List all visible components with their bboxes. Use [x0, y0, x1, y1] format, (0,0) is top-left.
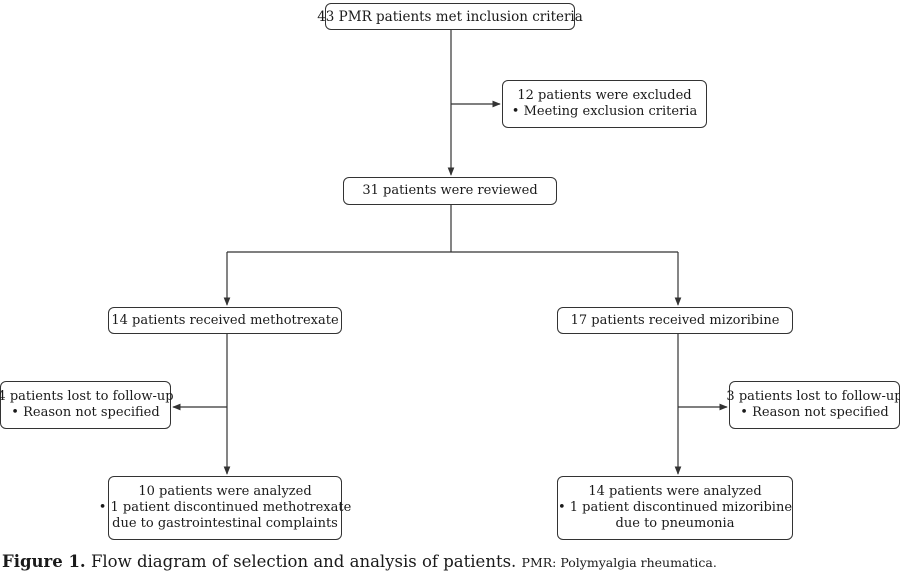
mizoribine-lost-title: 3 patients lost to follow-up	[726, 389, 900, 404]
methotrexate-analyzed-reason: due to gastrointestinal complaints	[112, 516, 338, 531]
methotrexate-analyzed-box: 10 patients were analyzed • 1 patient di…	[99, 476, 351, 540]
mizoribine-lost-box: 3 patients lost to follow-up • Reason no…	[726, 381, 900, 429]
mizoribine-analyzed-note: • 1 patient discontinued mizoribine	[557, 500, 793, 515]
reviewed-text: 31 patients were reviewed	[362, 183, 538, 198]
caption-text: Flow diagram of selection and analysis o…	[90, 552, 517, 571]
mizoribine-analyzed-box: 14 patients were analyzed • 1 patient di…	[557, 476, 793, 540]
mizoribine-box: 17 patients received mizoribine	[557, 307, 793, 334]
reviewed-box: 31 patients were reviewed	[343, 177, 557, 205]
methotrexate-analyzed-title: 10 patients were analyzed	[138, 484, 312, 499]
excluded-reason: • Meeting exclusion criteria	[511, 104, 698, 119]
excluded-box: 12 patients were excluded • Meeting excl…	[502, 80, 707, 128]
methotrexate-box: 14 patients received methotrexate	[108, 307, 342, 334]
mizoribine-lost-reason: • Reason not specified	[740, 405, 889, 420]
figure-caption: Figure 1. Flow diagram of selection and …	[2, 552, 717, 571]
methotrexate-text: 14 patients received methotrexate	[111, 312, 339, 328]
caption-abbreviation: PMR: Polymyalgia rheumatica.	[521, 555, 717, 570]
methotrexate-analyzed-note: • 1 patient discontinued methotrexate	[98, 500, 352, 515]
methotrexate-lost-reason: • Reason not specified	[11, 405, 160, 420]
caption-label: Figure 1.	[2, 552, 86, 571]
excluded-title: 12 patients were excluded	[517, 88, 692, 103]
mizoribine-text: 17 patients received mizoribine	[570, 312, 780, 328]
mizoribine-analyzed-reason: due to pneumonia	[615, 516, 735, 531]
mizoribine-analyzed-title: 14 patients were analyzed	[588, 484, 762, 499]
methotrexate-lost-box: 4 patients lost to follow-up • Reason no…	[0, 381, 174, 429]
inclusion-box: 43 PMR patients met inclusion criteria	[317, 3, 583, 30]
inclusion-text: 43 PMR patients met inclusion criteria	[317, 8, 583, 25]
methotrexate-lost-title: 4 patients lost to follow-up	[0, 389, 174, 404]
